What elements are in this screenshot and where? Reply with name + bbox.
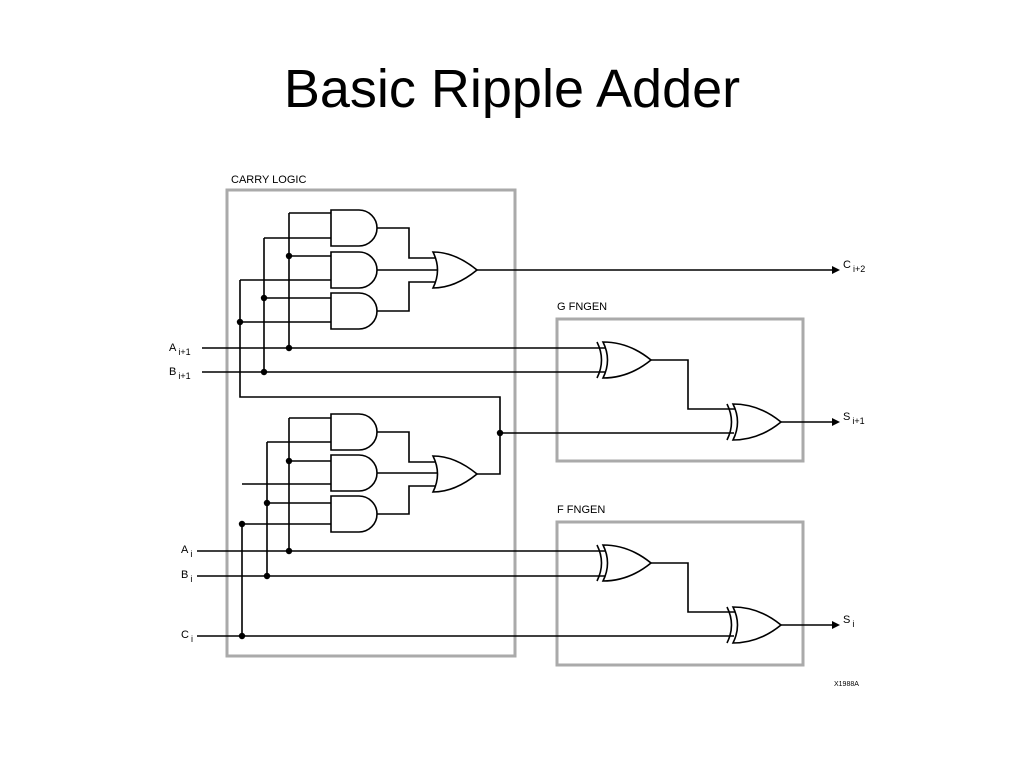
and-gate-upper-1 [330, 209, 378, 247]
or-gate-upper [432, 251, 478, 289]
or-gate-lower [432, 455, 478, 493]
and-gate-upper-3 [330, 292, 378, 330]
f-fngen-box [555, 520, 805, 667]
xor-gate-g-2 [726, 403, 782, 441]
g-fngen-box [555, 317, 805, 463]
slide-title: Basic Ripple Adder [283, 59, 741, 119]
figure-id: X1988A [834, 681, 859, 688]
xor-gate-g-1 [596, 341, 652, 379]
and-gate-upper-2 [330, 251, 378, 289]
xor-gate-f-1 [596, 544, 652, 582]
carry-logic-label: CARRY LOGIC [231, 174, 306, 186]
and-gate-lower-3 [330, 495, 378, 533]
lower-carry-cell [238, 413, 734, 640]
upper-carry-cell [236, 209, 840, 433]
f-fngen-label: F FNGEN [557, 504, 605, 516]
and-gate-lower-2 [330, 454, 378, 492]
carry-logic-box [225, 188, 517, 658]
and-gate-lower-1 [330, 413, 378, 451]
xor-gate-f-2 [726, 606, 782, 644]
g-fngen-label: G FNGEN [557, 301, 607, 313]
